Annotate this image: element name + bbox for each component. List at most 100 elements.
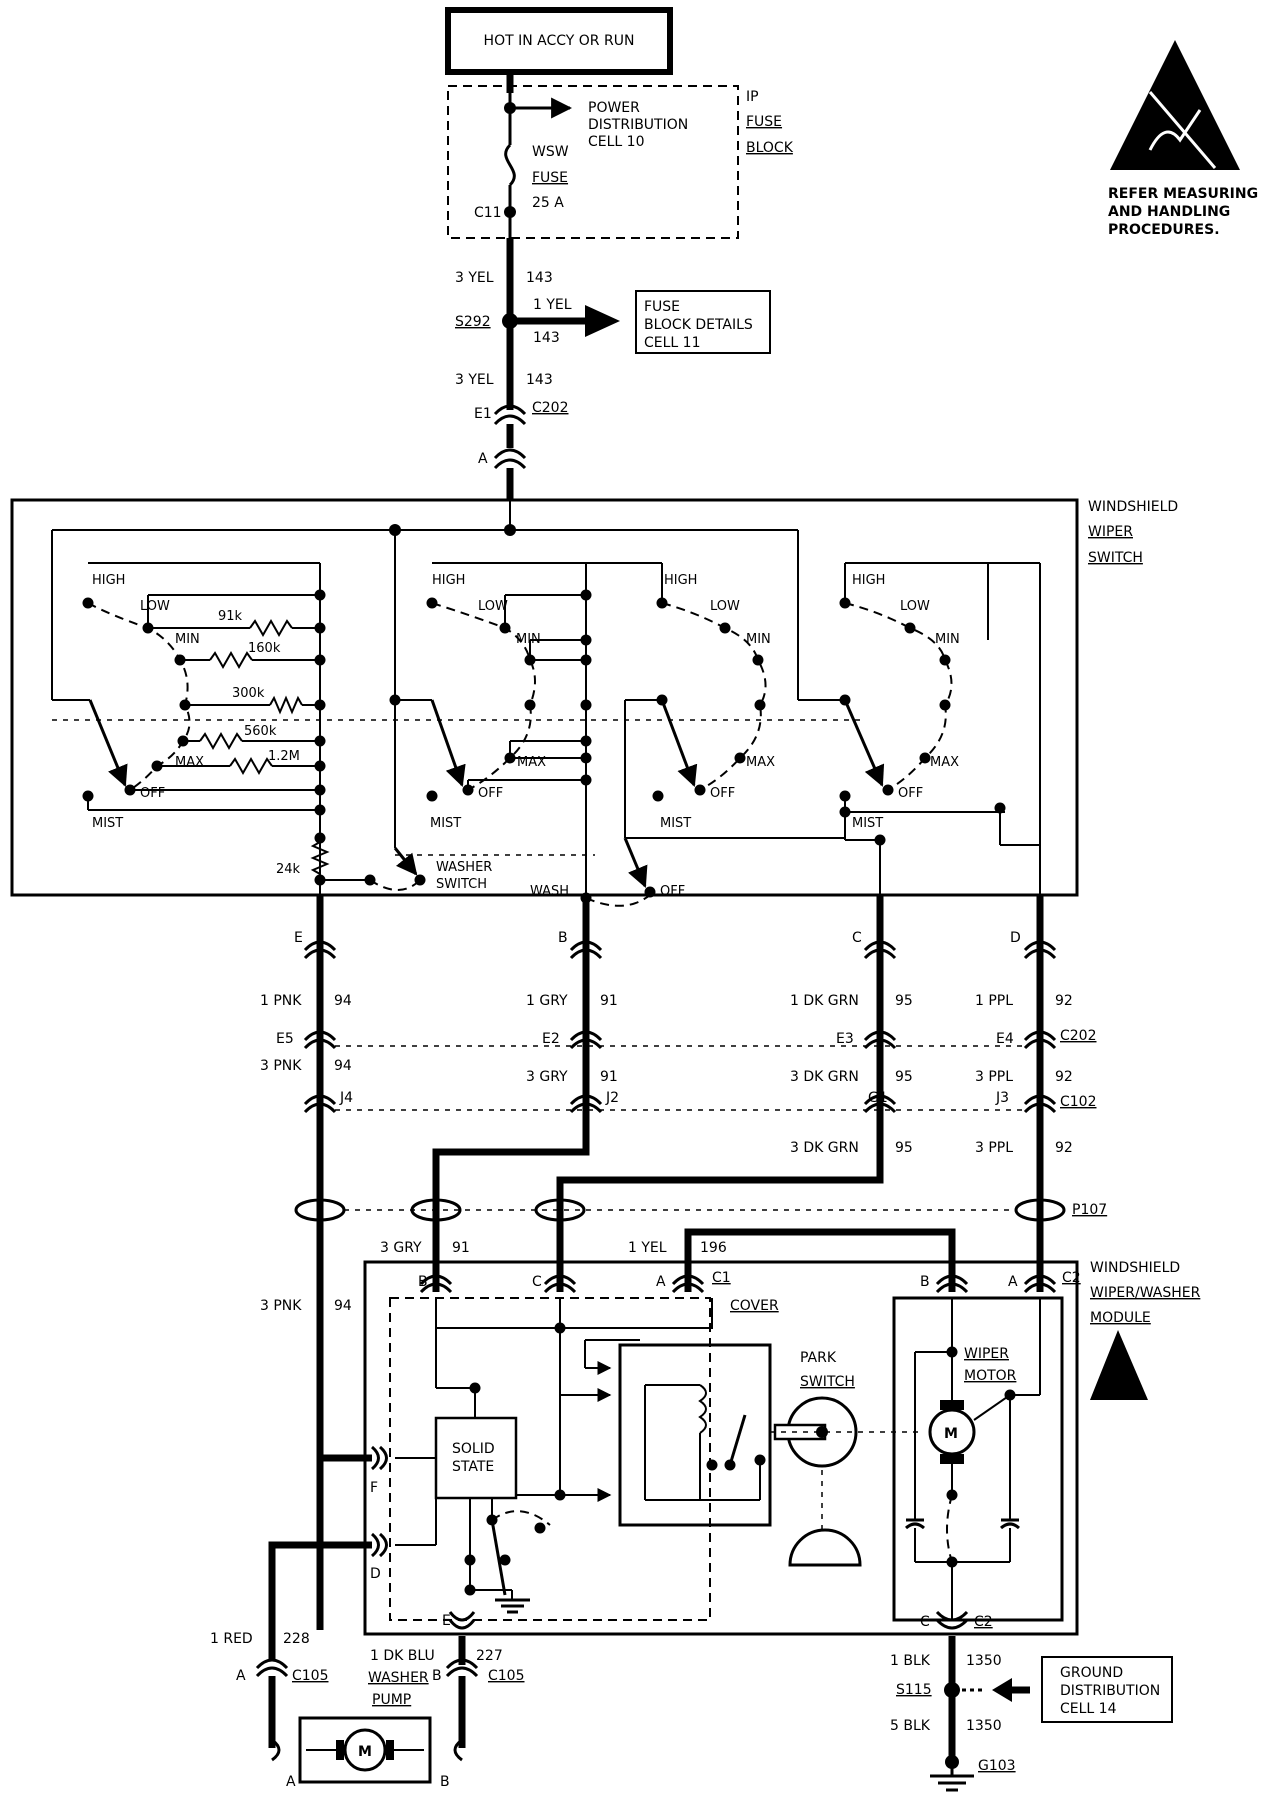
c1-pin-c: C — [532, 1274, 542, 1290]
c202-name: C202 — [1060, 1028, 1097, 1044]
washer-switch-1: WASHER — [436, 860, 492, 875]
wiper-motor-1: WIPER — [964, 1346, 1009, 1362]
grn-circuit-c: 95 — [895, 1140, 913, 1156]
gry-gauge-a: 1 GRY — [526, 993, 568, 1009]
c102-name: C102 — [1060, 1094, 1097, 1110]
solid-state-1: SOLID — [452, 1441, 495, 1457]
resistor-label-560k: 560k — [244, 724, 277, 739]
motor-conn-c2: C2 — [974, 1614, 993, 1630]
switch-title-2: WIPER — [1088, 524, 1133, 540]
fuse-details-2: BLOCK DETAILS — [644, 317, 753, 333]
c102-pin-g1: G1 — [868, 1090, 888, 1106]
s2-min: MIN — [516, 632, 541, 647]
feed-gauge-2: 3 YEL — [455, 372, 494, 388]
switch-section-2: HIGH LOW MIN MAX OFF MIST — [389, 562, 685, 907]
feed-circuit-2: 143 — [526, 372, 553, 388]
splice-s292 — [502, 313, 518, 329]
pin-c: C — [852, 930, 862, 946]
resistor-560k — [199, 731, 243, 751]
solid-state-box — [434, 1416, 518, 1500]
pnk-circuit-a: 94 — [334, 993, 352, 1009]
s1-min: MIN — [175, 632, 200, 647]
ppl-gauge-a: 1 PPL — [975, 993, 1013, 1009]
s2-high: HIGH — [432, 573, 465, 588]
washer-switch-2: SWITCH — [436, 877, 487, 892]
pnk-gauge-b: 3 PNK — [260, 1058, 302, 1074]
s2-off: OFF — [478, 786, 503, 801]
ip-title-3: BLOCK — [746, 140, 794, 156]
grn-gauge-c: 3 DK GRN — [790, 1140, 859, 1156]
solid-state-2: STATE — [452, 1459, 494, 1475]
ppl-circuit-b: 92 — [1055, 1069, 1073, 1085]
module-ground-icon — [495, 1598, 530, 1614]
ppl-circuit-a: 92 — [1055, 993, 1073, 1009]
esd-line-3: PROCEDURES. — [1108, 222, 1220, 238]
gry-circuit-b: 91 — [600, 1069, 618, 1085]
esd-line-1: REFER MEASURING — [1108, 186, 1258, 202]
feed-circuit-1: 143 — [526, 270, 553, 286]
s4-off: OFF — [898, 786, 923, 801]
c202-pin-e5: E5 — [276, 1031, 294, 1047]
washer-pump-circuit: 1 RED 228 1 DK BLU 227 A C105 B C105 WAS… — [210, 1541, 525, 1790]
resistor-24k — [310, 841, 330, 875]
fuse-name-2: FUSE — [532, 170, 568, 186]
s3-off: OFF — [710, 786, 735, 801]
s1-low: LOW — [140, 599, 170, 614]
c202-pin-e2: E2 — [542, 1031, 560, 1047]
red-circuit: 228 — [283, 1631, 310, 1647]
wiper-motor-symbol: M — [944, 1426, 958, 1442]
c1-pin-b: B — [418, 1274, 428, 1290]
feed-conn-name: C202 — [532, 400, 569, 416]
grn-gauge-b: 3 DK GRN — [790, 1069, 859, 1085]
park-switch-2: SWITCH — [800, 1374, 855, 1390]
c102-pin-j4: J4 — [339, 1090, 353, 1106]
feed-gauge-1: 3 YEL — [455, 270, 494, 286]
ground-splice: S115 — [896, 1682, 932, 1698]
pin-d: D — [370, 1566, 381, 1582]
s4-max: MAX — [930, 755, 959, 770]
module-title-3: MODULE — [1090, 1310, 1151, 1326]
fuse-details-3: CELL 11 — [644, 335, 701, 351]
switch-section-1: HIGH LOW MIN MAX OFF MIST — [82, 562, 492, 895]
resistor-160k — [209, 650, 253, 670]
pnk-gauge-a: 1 PNK — [260, 993, 302, 1009]
pin-b: B — [558, 930, 568, 946]
feed-conn-pin: E1 — [474, 406, 492, 422]
ground-point: G103 — [978, 1758, 1016, 1774]
splice-label: S292 — [455, 314, 491, 330]
resistor-label-1-2m: 1.2M — [268, 749, 300, 764]
ground-dist-3: CELL 14 — [1060, 1701, 1117, 1717]
yel-gauge-m: 1 YEL — [628, 1240, 667, 1256]
pin-e-module: E — [442, 1613, 451, 1629]
c1-pin-a: A — [656, 1274, 666, 1290]
s3-mist: MIST — [660, 816, 691, 831]
ground-gauge-1: 1 BLK — [890, 1653, 931, 1669]
resistor-label-91k: 91k — [218, 609, 243, 624]
pin-f: F — [370, 1480, 378, 1496]
ip-title-2: FUSE — [746, 114, 782, 130]
fuse-name-1: WSW — [532, 144, 569, 160]
harness: E B C D 1 PNK 94 1 GRY 91 1 DK GRN 95 1 … — [260, 895, 1107, 1630]
pump-title-1: WASHER — [368, 1670, 429, 1686]
branch-gauge: 1 YEL — [533, 297, 572, 313]
power-dist-1: POWER — [588, 100, 640, 116]
module-esd-icon — [1090, 1330, 1148, 1400]
ppl-gauge-c: 3 PPL — [975, 1140, 1013, 1156]
c202-pin-e4: E4 — [996, 1031, 1014, 1047]
p107-label: P107 — [1072, 1202, 1107, 1218]
esd-warning: REFER MEASURING AND HANDLING PROCEDURES. — [1108, 40, 1258, 238]
power-dist-2: DISTRIBUTION — [588, 117, 688, 133]
s1-high: HIGH — [92, 573, 125, 588]
yel-circuit-m: 196 — [700, 1240, 727, 1256]
pump-motor-symbol: M — [358, 1744, 372, 1760]
pump-end-a: A — [286, 1774, 296, 1790]
pin-e: E — [294, 930, 303, 946]
blu-gauge: 1 DK BLU — [370, 1648, 435, 1664]
switch-section-3: HIGH LOW MIN MAX OFF MIST — [586, 562, 775, 838]
ground-circuit-1: 1350 — [966, 1653, 1002, 1669]
ground-dist-2: DISTRIBUTION — [1060, 1683, 1160, 1699]
windshield-wiper-switch: WINDSHIELD WIPER SWITCH HIGH LOW MIN MAX — [10, 498, 1178, 907]
s1-mist: MIST — [92, 816, 123, 831]
c202-pin-e3: E3 — [836, 1031, 854, 1047]
